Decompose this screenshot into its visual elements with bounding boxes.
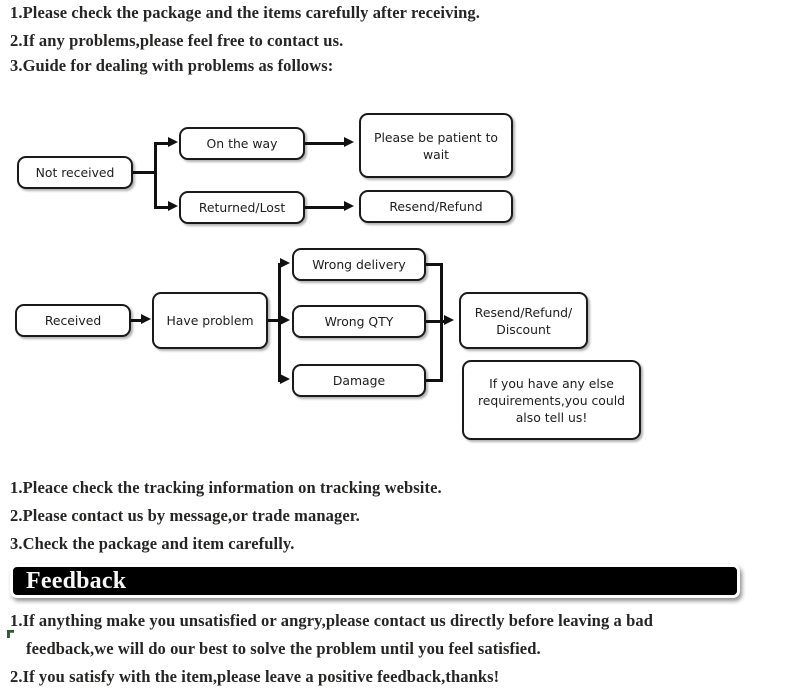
flow2-connector-damage-out <box>426 379 443 382</box>
flow1-node-returned-lost-label: Returned/Lost <box>198 200 286 215</box>
middle-note-1: 1.Pleace check the tracking information … <box>10 478 442 497</box>
flow2-arrow-to-result-icon <box>444 315 454 325</box>
flow1-node-resend-refund[interactable]: Resend/Refund <box>359 190 513 223</box>
flow1-connector-start-stem <box>133 171 157 174</box>
flow2-arrow-to-wrong-qty-icon <box>280 315 290 325</box>
top-note-1: 1.Please check the package and the items… <box>10 3 480 22</box>
top-note-3: 3.Guide for dealing with problems as fol… <box>10 56 334 75</box>
flow1-connector-split-vertical <box>154 143 157 208</box>
flow2-node-damage-label: Damage <box>332 373 386 388</box>
flow1-node-returned-lost[interactable]: Returned/Lost <box>179 191 305 224</box>
flow2-connector-wrong-qty-out <box>426 320 443 323</box>
flow2-node-resend-refund-discount-label: Resend/Refund/ Discount <box>474 304 573 337</box>
flow2-arrow-received-to-problem-icon <box>141 314 151 324</box>
middle-note-2: 2.Please contact us by message,or trade … <box>10 506 360 525</box>
flow2-node-received[interactable]: Received <box>15 304 131 337</box>
flow2-node-damage[interactable]: Damage <box>292 364 426 397</box>
feedback-banner: Feedback <box>10 564 740 598</box>
flow1-connector-to-on-the-way <box>154 142 170 145</box>
flow1-node-be-patient[interactable]: Please be patient to wait <box>359 113 513 178</box>
flow2-connector-problem-stem <box>268 319 281 322</box>
flow2-arrow-to-damage-icon <box>280 374 290 384</box>
flow1-node-on-the-way-label: On the way <box>206 136 278 151</box>
flow2-node-have-problem[interactable]: Have problem <box>152 292 268 349</box>
flow1-node-be-patient-label: Please be patient to wait <box>373 129 499 162</box>
flow2-node-wrong-delivery-label: Wrong delivery <box>312 257 406 272</box>
flow2-node-wrong-delivery[interactable]: Wrong delivery <box>292 248 426 281</box>
flow2-node-wrong-qty[interactable]: Wrong QTY <box>292 305 426 338</box>
flow2-node-extra-requirements-label: If you have any else requirements,you co… <box>477 375 626 425</box>
flow1-arrow-to-on-the-way-icon <box>168 137 178 147</box>
flow1-connector-on-the-way-to-patient <box>305 142 345 145</box>
flow1-arrow-to-returned-lost-icon <box>168 201 178 211</box>
middle-note-3: 3.Check the package and item carefully. <box>10 534 295 553</box>
flow1-node-not-received-label: Not received <box>35 165 115 180</box>
feedback-note-2: 2.If you satisfy with the item,please le… <box>10 667 500 686</box>
flow2-connector-wrong-delivery-out <box>426 263 443 266</box>
flow1-node-resend-refund-label: Resend/Refund <box>389 199 483 214</box>
flow2-connector-received-to-problem <box>131 319 145 322</box>
flow1-node-not-received[interactable]: Not received <box>17 156 133 189</box>
flow2-node-wrong-qty-label: Wrong QTY <box>324 314 394 329</box>
flow2-node-resend-refund-discount[interactable]: Resend/Refund/ Discount <box>459 292 588 349</box>
flow1-arrow-to-patient-icon <box>344 137 354 147</box>
flow2-node-received-label: Received <box>44 313 102 328</box>
feedback-note-1-cont: feedback,we will do our best to solve th… <box>26 639 541 658</box>
flow2-connector-merge-to-result <box>440 320 446 323</box>
flow2-node-extra-requirements[interactable]: If you have any else requirements,you co… <box>462 360 641 440</box>
flow2-arrow-to-wrong-delivery-icon <box>280 258 290 268</box>
feedback-note-1: 1.If anything make you unsatisfied or an… <box>10 611 654 630</box>
flow2-node-have-problem-label: Have problem <box>166 313 254 328</box>
flow1-connector-returned-to-resend <box>305 206 345 209</box>
top-note-2: 2.If any problems,please feel free to co… <box>10 31 344 50</box>
flow1-node-on-the-way[interactable]: On the way <box>179 127 305 160</box>
feedback-banner-title: Feedback <box>26 568 127 594</box>
scan-artifact-mark <box>7 630 14 638</box>
flow1-arrow-to-resend-icon <box>344 201 354 211</box>
flow1-connector-to-returned-lost <box>154 206 170 209</box>
